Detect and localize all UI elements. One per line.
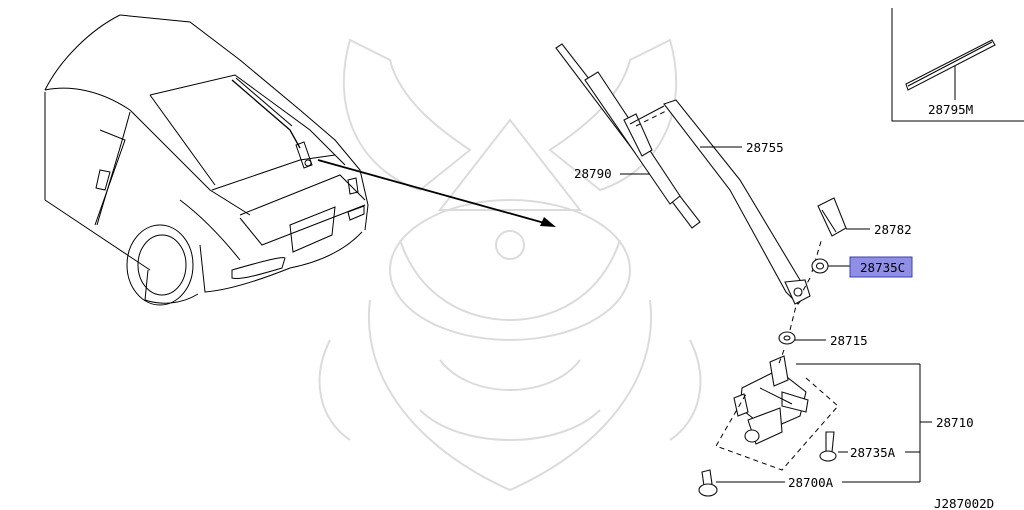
blade-rubber-inset xyxy=(891,8,1024,122)
label-28735C[interactable]: 28735C xyxy=(860,260,905,275)
nut-part xyxy=(811,258,829,274)
arm-cap-edge xyxy=(821,209,837,233)
label-28735A[interactable]: 28735A xyxy=(850,445,896,460)
diagram-code: J287002D xyxy=(934,496,994,510)
seal-part xyxy=(778,331,796,345)
arm-cap-part xyxy=(817,197,847,237)
leader-lines xyxy=(620,146,932,483)
car-illustration xyxy=(44,14,369,306)
label-28715[interactable]: 28715 xyxy=(830,333,868,348)
watermark-logo xyxy=(318,38,702,492)
dash-cap xyxy=(811,237,823,273)
label-28755[interactable]: 28755 xyxy=(746,140,784,155)
grommet-bolt-part xyxy=(698,469,718,497)
label-28795M[interactable]: 28795M xyxy=(928,102,973,117)
dash-motor xyxy=(777,349,785,367)
bolt-part xyxy=(819,431,837,462)
label-28782[interactable]: 28782 xyxy=(874,222,912,237)
dash-blade-arm xyxy=(635,109,669,127)
wiper-blade-part xyxy=(555,43,701,229)
selected-part-highlight[interactable] xyxy=(849,256,913,278)
dash-nut xyxy=(799,277,811,297)
label-28710[interactable]: 28710 xyxy=(936,415,974,430)
dash-motor-bracket xyxy=(715,377,839,471)
label-28700A[interactable]: 28700A xyxy=(788,475,834,490)
wiper-arm-part xyxy=(663,99,811,305)
label-28790[interactable]: 28790 xyxy=(574,166,612,181)
pointer-arrow xyxy=(317,159,556,227)
wiper-motor-part xyxy=(733,355,809,445)
dash-seal xyxy=(789,305,797,331)
